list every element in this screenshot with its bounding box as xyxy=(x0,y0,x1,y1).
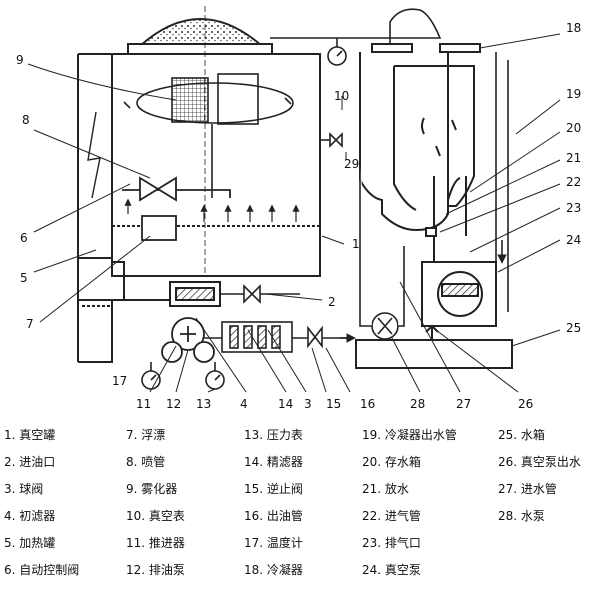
oil-purifier-schematic: 1 2 3 4 5 6 7 8 9 10 11 12 13 14 15 16 1… xyxy=(16,6,581,411)
callout-20: 20 xyxy=(566,121,581,135)
callout-19: 19 xyxy=(566,87,581,101)
callout-6: 6 xyxy=(20,231,28,245)
fine-filter xyxy=(221,321,293,353)
legend-column-5: 25. 水箱 26. 真空泵出水 27. 进水管 28. 水泵 xyxy=(498,422,581,530)
legend-item: 12. 排油泵 xyxy=(126,563,185,577)
callout-13: 13 xyxy=(196,397,211,411)
legend-item: 4. 初滤器 xyxy=(4,509,56,523)
callout-24: 24 xyxy=(566,233,581,247)
legend-item: 28. 水泵 xyxy=(498,509,545,523)
legend-item: 19. 冷凝器出水管 xyxy=(362,428,457,442)
legend-item: 24. 真空泵 xyxy=(362,563,421,577)
callout-23: 23 xyxy=(566,201,581,215)
callout-22: 22 xyxy=(566,175,581,189)
callout-14: 14 xyxy=(278,397,293,411)
legend-item: 7. 浮漂 xyxy=(126,428,166,442)
callout-11: 11 xyxy=(136,397,151,411)
heating-tank xyxy=(78,257,170,363)
legend-column-1: 1. 真空罐 2. 进油口 3. 球阀 4. 初滤器 5. 加热罐 6. 自动控… xyxy=(4,422,79,584)
legend-item: 8. 喷管 xyxy=(126,455,166,469)
legend-column-3: 13. 压力表 14. 精滤器 15. 逆止阀 16. 出油管 17. 温度计 … xyxy=(244,422,303,584)
float xyxy=(141,215,177,241)
callout-28: 28 xyxy=(410,397,425,411)
legend-item: 6. 自动控制阀 xyxy=(4,563,80,577)
callout-17: 17 xyxy=(112,374,127,388)
heating-lightning xyxy=(87,111,101,199)
legend-item: 15. 逆止阀 xyxy=(244,482,303,496)
callout-12: 12 xyxy=(166,397,181,411)
callout-2: 2 xyxy=(328,295,336,309)
callout-27: 27 xyxy=(456,397,471,411)
callout-18: 18 xyxy=(566,21,581,35)
callout-8: 8 xyxy=(22,113,30,127)
coarse-filter xyxy=(169,281,221,307)
legend-item: 17. 温度计 xyxy=(244,536,303,550)
legend-item: 1. 真空罐 xyxy=(4,428,56,442)
inlet-ball-valve xyxy=(220,284,300,304)
legend-column-4: 19. 冷凝器出水管 20. 存水箱 21. 放水 22. 进气管 23. 排气… xyxy=(362,422,457,584)
vacuum-line xyxy=(270,8,442,148)
legend-item: 27. 进水管 xyxy=(498,482,557,496)
legend-item: 9. 雾化器 xyxy=(126,482,178,496)
legend-item: 13. 压力表 xyxy=(244,428,303,442)
legend-item: 14. 精滤器 xyxy=(244,455,303,469)
callout-21: 21 xyxy=(566,151,581,165)
callout-numbers: 1 2 3 4 5 6 7 8 9 10 11 12 13 14 15 16 1… xyxy=(16,21,581,411)
condenser xyxy=(359,43,481,232)
legend-item: 2. 进油口 xyxy=(4,455,56,469)
vacuum-tank xyxy=(77,6,321,362)
rising-arrows xyxy=(124,198,300,222)
legend-item: 20. 存水箱 xyxy=(362,455,421,469)
legend-item: 3. 球阀 xyxy=(4,482,44,496)
legend-item: 5. 加热罐 xyxy=(4,536,56,550)
leader-lines xyxy=(27,33,561,393)
water-pump xyxy=(359,160,405,340)
outlet-pipe xyxy=(204,325,356,349)
callout-7: 7 xyxy=(26,317,34,331)
callout-16: 16 xyxy=(360,397,375,411)
spray-pipe xyxy=(122,176,231,202)
gauges xyxy=(141,38,347,390)
callout-29: 29 xyxy=(344,157,359,171)
legend-item: 18. 冷凝器 xyxy=(244,563,303,577)
legend-item: 22. 进气管 xyxy=(362,509,421,523)
discharge-pump xyxy=(161,317,215,363)
legend-item: 16. 出油管 xyxy=(244,509,303,523)
legend-item: 25. 水箱 xyxy=(498,428,545,442)
parts-legend: 1. 真空罐 2. 进油口 3. 球阀 4. 初滤器 5. 加热罐 6. 自动控… xyxy=(0,422,615,590)
callout-3: 3 xyxy=(304,397,312,411)
legend-item: 21. 放水 xyxy=(362,482,409,496)
legend-item: 11. 推进器 xyxy=(126,536,185,550)
legend-item: 10. 真空表 xyxy=(126,509,185,523)
atomizer xyxy=(123,73,294,198)
legend-item: 23. 排气口 xyxy=(362,536,421,550)
callout-10: 10 xyxy=(334,89,349,103)
callout-9: 9 xyxy=(16,53,24,67)
callout-15: 15 xyxy=(326,397,341,411)
callout-1: 1 xyxy=(352,237,360,251)
callout-25: 25 xyxy=(566,321,581,335)
callout-4: 4 xyxy=(240,397,248,411)
legend-item: 26. 真空泵出水 xyxy=(498,455,581,469)
callout-5: 5 xyxy=(20,271,28,285)
legend-column-2: 7. 浮漂 8. 喷管 9. 雾化器 10. 真空表 11. 推进器 12. 排… xyxy=(126,422,185,584)
callout-26: 26 xyxy=(518,397,533,411)
vacuum-pump xyxy=(421,176,497,327)
